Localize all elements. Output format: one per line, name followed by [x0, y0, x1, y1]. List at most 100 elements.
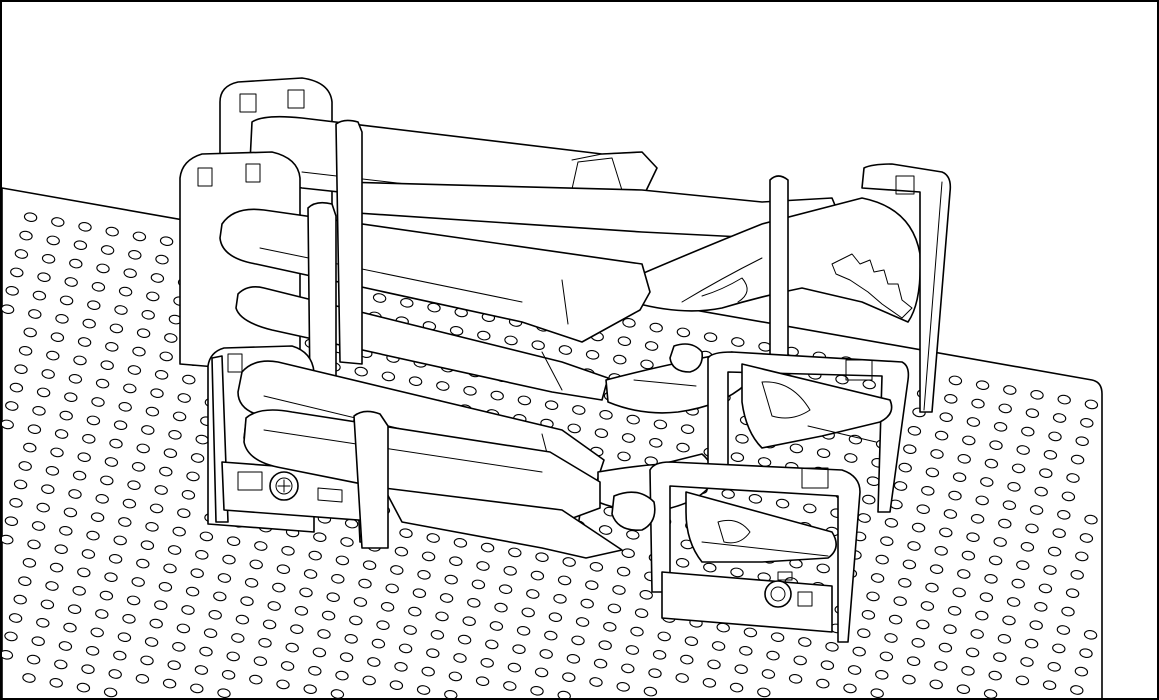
peg-hole — [77, 452, 91, 463]
peg-hole — [185, 586, 200, 597]
peg-hole — [971, 398, 985, 409]
peg-hole — [930, 449, 944, 459]
peg-hole — [49, 677, 63, 688]
peg-hole — [902, 674, 916, 685]
peg-hole — [906, 656, 921, 667]
peg-hole — [113, 650, 127, 661]
peg-hole — [51, 217, 65, 227]
peg-hole — [907, 541, 921, 551]
peg-hole — [28, 309, 42, 319]
peg-hole — [4, 631, 18, 642]
peg-hole — [49, 562, 64, 573]
peg-hole — [521, 607, 535, 618]
peg-hole — [989, 440, 1003, 451]
peg-hole — [290, 624, 304, 635]
peg-hole — [87, 300, 101, 311]
peg-hole — [1048, 431, 1062, 442]
peg-hole — [739, 645, 753, 656]
peg-hole — [149, 503, 164, 514]
peg-hole — [1070, 685, 1084, 695]
peg-hole — [703, 332, 718, 343]
peg-hole — [675, 673, 689, 683]
peg-hole — [544, 400, 559, 411]
peg-hole — [208, 609, 222, 620]
peg-hole — [449, 556, 463, 567]
peg-hole — [190, 453, 205, 463]
peg-hole — [63, 507, 78, 518]
peg-hole — [190, 568, 204, 579]
peg-hole — [893, 596, 907, 607]
peg-hole — [41, 369, 55, 379]
peg-hole — [262, 619, 277, 630]
peg-hole — [176, 623, 191, 634]
peg-hole — [1042, 680, 1057, 691]
peg-hole — [299, 587, 313, 598]
peg-hole — [146, 291, 160, 302]
peg-hole — [616, 566, 631, 577]
peg-hole — [770, 632, 785, 643]
peg-hole — [381, 371, 396, 382]
peg-hole — [321, 610, 336, 621]
peg-hole — [203, 628, 218, 639]
peg-hole — [82, 433, 96, 444]
peg-hole — [123, 268, 137, 279]
peg-hole — [18, 576, 32, 587]
peg-hole — [1057, 394, 1071, 405]
peg-hole — [558, 345, 573, 355]
peg-hole — [544, 630, 558, 641]
peg-hole — [676, 327, 691, 338]
peg-hole — [589, 677, 603, 687]
peg-hole — [2, 419, 14, 430]
peg-hole — [46, 350, 60, 361]
peg-hole — [195, 549, 209, 560]
peg-hole — [980, 477, 994, 487]
peg-hole — [226, 536, 241, 547]
peg-hole — [213, 591, 227, 602]
peg-hole — [622, 317, 636, 328]
peg-hole — [925, 467, 940, 478]
peg-hole — [512, 644, 526, 655]
peg-hole — [72, 470, 87, 481]
peg-hole — [258, 637, 272, 648]
peg-hole — [613, 354, 627, 365]
peg-hole — [27, 539, 41, 550]
peg-hole — [743, 627, 758, 638]
peg-hole — [85, 645, 100, 656]
peg-hole — [757, 687, 771, 698]
peg-hole — [330, 689, 345, 698]
peg-hole — [970, 513, 985, 524]
peg-hole — [172, 411, 187, 422]
peg-hole — [1021, 426, 1035, 437]
peg-hole — [1083, 629, 1098, 640]
peg-hole — [884, 633, 898, 643]
peg-hole — [1002, 500, 1017, 511]
peg-hole — [879, 651, 894, 662]
peg-hole — [911, 637, 925, 648]
peg-hole — [1052, 528, 1066, 539]
peg-hole — [516, 625, 531, 636]
peg-hole — [9, 382, 24, 393]
peg-hole — [26, 654, 41, 665]
peg-hole — [339, 652, 354, 663]
peg-hole — [453, 537, 468, 548]
peg-hole — [167, 545, 182, 555]
peg-hole — [567, 423, 581, 434]
peg-hole — [644, 341, 659, 351]
peg-hole — [593, 658, 608, 669]
peg-hole — [875, 554, 889, 565]
peg-hole — [1065, 588, 1080, 599]
peg-hole — [803, 503, 817, 514]
peg-hole — [531, 340, 545, 351]
peg-hole — [875, 669, 889, 680]
peg-hole — [944, 393, 958, 404]
peg-hole — [362, 675, 376, 686]
peg-hole — [127, 480, 141, 491]
peg-hole — [163, 563, 177, 574]
peg-hole — [331, 573, 345, 584]
peg-hole — [640, 359, 654, 370]
peg-hole — [108, 553, 123, 564]
peg-hole — [162, 678, 177, 689]
peg-hole — [439, 593, 454, 603]
